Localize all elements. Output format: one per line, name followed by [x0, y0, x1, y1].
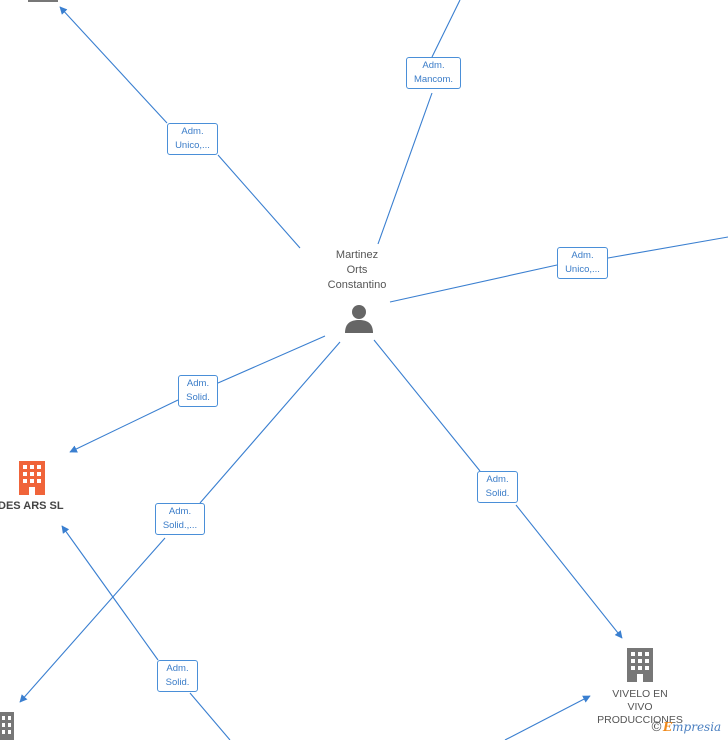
brand-name: mpresia: [672, 720, 722, 734]
edge-label-adm-mancom[interactable]: Adm. Mancom.: [406, 57, 461, 89]
edge-to-vivelo-bottom: [504, 695, 591, 740]
edge-to-top: [377, 0, 461, 245]
building-icon[interactable]: [0, 712, 16, 740]
company-label-vivelo[interactable]: VIVELO EN VIVO PRODUCCIONES: [597, 688, 683, 726]
empresia-watermark: ©Empresia: [650, 720, 721, 735]
edge-from-bottom: [62, 526, 231, 740]
edge-label-adm-solid[interactable]: Adm. Solid.: [178, 375, 218, 407]
edge-to-vivelo: [373, 339, 622, 638]
edge-label-adm-unico[interactable]: Adm. Unico,...: [167, 123, 218, 155]
copyright-icon: ©: [650, 720, 663, 735]
edge-label-adm-unico-right[interactable]: Adm. Unico,...: [557, 247, 608, 279]
building-icon[interactable]: [26, 0, 60, 4]
edge-to-top-left: [60, 7, 301, 249]
person-icon[interactable]: [344, 303, 374, 333]
edge-to-arts: [70, 335, 326, 452]
edge-label-adm-solid-bottom[interactable]: Adm. Solid.: [157, 660, 198, 692]
edges-layer: [20, 0, 728, 740]
building-icon[interactable]: [625, 648, 655, 682]
brand-initial: E: [663, 720, 673, 734]
company-label-arts[interactable]: DES ARS SL: [0, 500, 64, 512]
person-name[interactable]: Martinez Orts Constantino: [327, 249, 387, 291]
edge-to-right: [389, 236, 728, 303]
building-icon[interactable]: [17, 461, 47, 495]
edge-label-adm-solid-multi[interactable]: Adm. Solid.,...: [155, 503, 205, 535]
edge-to-bottom-left: [20, 341, 341, 702]
edge-label-adm-solid-right[interactable]: Adm. Solid.: [477, 471, 518, 503]
